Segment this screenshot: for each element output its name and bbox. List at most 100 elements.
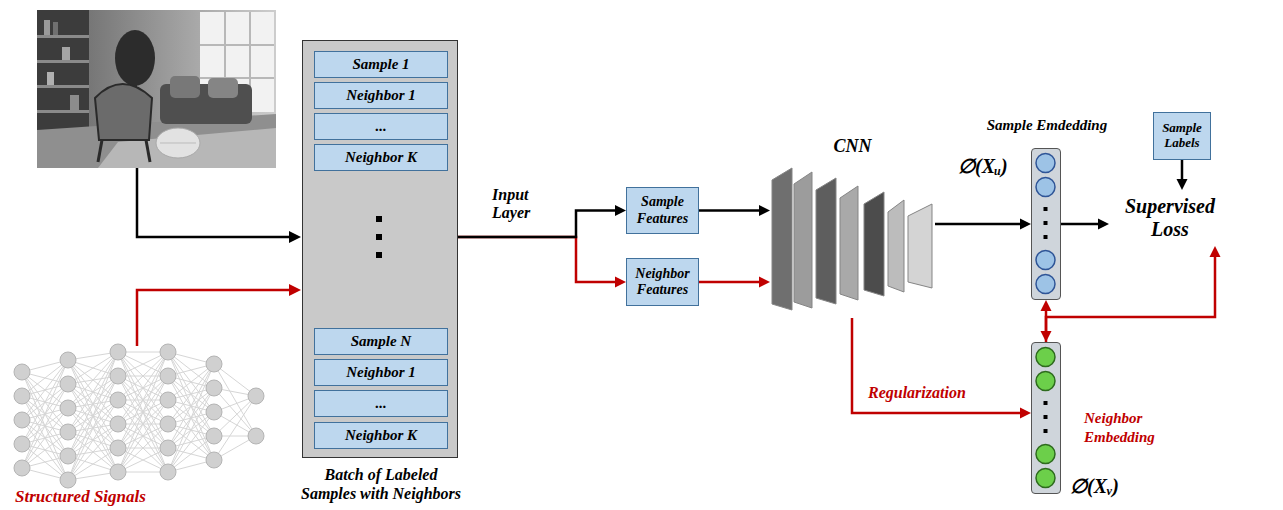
network-unit — [110, 344, 126, 360]
node-heading: Neighbor Embedding — [1084, 409, 1170, 447]
node-heading: Batch of Labeled Samples with Neighbors — [296, 465, 466, 503]
network-link — [118, 352, 168, 472]
network-unit — [206, 428, 222, 444]
node-heading: CNN — [770, 136, 935, 157]
network-unit — [206, 356, 222, 372]
room-photo — [37, 10, 276, 168]
connector-line — [699, 281, 760, 284]
connector-line — [458, 237, 616, 282]
network-unit — [110, 368, 126, 384]
network-unit — [206, 404, 222, 420]
batch-item: Sample 1 — [314, 51, 448, 78]
node-text: Sample 1 — [352, 56, 409, 73]
connector — [458, 237, 626, 288]
node-text: ... — [375, 395, 386, 412]
connector — [1046, 246, 1221, 342]
node-text: Sample N — [351, 333, 411, 350]
network-link — [168, 436, 214, 472]
connector-line — [699, 209, 760, 212]
neural-network-icon — [14, 344, 264, 488]
network-unit — [14, 460, 30, 476]
vector-cells — [1032, 343, 1059, 492]
connector — [935, 219, 1031, 230]
network-unit — [60, 472, 76, 488]
node-heading: ∅(Xᵥ) — [1070, 475, 1119, 498]
arrowhead — [1098, 219, 1109, 230]
structured-signal-wire — [137, 284, 301, 346]
connector-line — [1181, 160, 1184, 180]
connector — [1041, 300, 1052, 342]
network-unit — [60, 448, 76, 464]
batch-item: Neighbor K — [314, 422, 448, 449]
node-text: Sample Features — [631, 194, 694, 226]
network-unit — [160, 416, 176, 432]
network-unit — [60, 352, 76, 368]
caption-label: Structured Signals — [15, 487, 146, 507]
cnn-block: CNN — [770, 136, 935, 318]
network-link — [118, 352, 168, 472]
node-text: Sample Labels — [1158, 121, 1206, 151]
feature-box: Neighbor Features — [626, 258, 699, 306]
network-unit — [206, 380, 222, 396]
batch-container: Batch of Labeled Samples with NeighborsS… — [302, 40, 458, 458]
node-text: Supervised Loss — [1113, 195, 1227, 241]
connector-line — [852, 318, 1021, 413]
arrowhead — [759, 277, 770, 288]
feature-box: Sample Features — [626, 187, 699, 234]
loss-node: Supervised Loss — [1109, 190, 1231, 246]
network-unit — [60, 424, 76, 440]
node-text: ... — [375, 118, 386, 135]
arrowhead — [1210, 246, 1221, 257]
batch-item: Sample N — [314, 328, 448, 355]
network-unit — [14, 364, 30, 380]
network-link — [118, 400, 168, 472]
network-unit — [60, 400, 76, 416]
node-text: Neighbor K — [345, 149, 417, 166]
network-unit — [110, 440, 126, 456]
network-unit — [160, 440, 176, 456]
network-link — [68, 352, 118, 480]
connector — [852, 318, 1031, 419]
network-unit — [14, 412, 30, 428]
node-text: Neighbor Features — [631, 266, 694, 298]
connector-line — [935, 223, 1021, 226]
batch-item: Neighbor 1 — [314, 82, 448, 109]
arrowhead — [615, 277, 626, 288]
connector — [1061, 219, 1109, 230]
network-unit — [14, 388, 30, 404]
node-heading: ∅(Xᵤ) — [958, 155, 1008, 178]
network-unit — [248, 388, 264, 404]
network-unit — [160, 344, 176, 360]
network-unit — [110, 464, 126, 480]
batch-item: ... — [314, 113, 448, 140]
network-unit — [160, 464, 176, 480]
batch-item: Neighbor 1 — [314, 359, 448, 386]
label-box: Sample Labels — [1153, 112, 1211, 160]
arrowhead — [759, 205, 770, 216]
network-unit — [60, 376, 76, 392]
connector-line — [1046, 256, 1215, 342]
node-text: Neighbor K — [345, 427, 417, 444]
arrowhead — [1020, 408, 1031, 419]
network-unit — [160, 392, 176, 408]
node-text: Neighbor 1 — [346, 364, 416, 381]
batch-item: ... — [314, 390, 448, 417]
network-unit — [14, 436, 30, 452]
input-wire — [137, 168, 301, 243]
embedding-vector: Neighbor Embedding∅(Xᵥ) — [1031, 342, 1061, 494]
cnn-layers — [770, 160, 935, 318]
network-link — [214, 396, 256, 460]
network-link — [22, 432, 68, 468]
arrowhead — [1041, 331, 1052, 342]
batch-item: Neighbor K — [314, 144, 448, 171]
connector-line — [1061, 223, 1099, 226]
connector — [1177, 160, 1188, 190]
network-unit — [160, 368, 176, 384]
node-text: Neighbor 1 — [346, 87, 416, 104]
arrowhead — [1041, 300, 1052, 311]
arrowhead — [1020, 219, 1031, 230]
embedding-vector: Sample Emdedding∅(Xᵤ) — [1031, 148, 1061, 300]
arrowhead — [1177, 179, 1188, 190]
arrowhead — [615, 205, 626, 216]
